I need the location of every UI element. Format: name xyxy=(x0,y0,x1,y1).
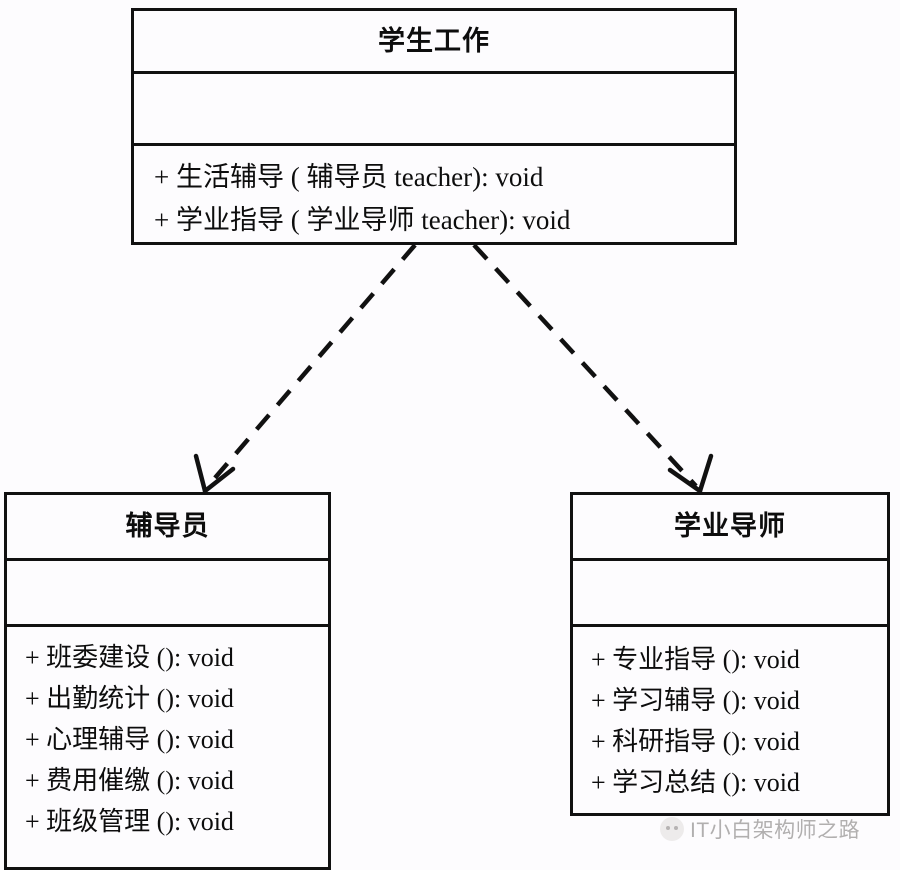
class-title-student-work: 学生工作 xyxy=(378,25,490,56)
class-operations-compartment-academic-advisor: + 专业指导 (): void + 学习辅导 (): void + 科研指导 (… xyxy=(573,627,887,813)
operation-row: + 班委建设 (): void xyxy=(25,643,234,672)
dependency-arrow-student-work-to-academic-advisor xyxy=(472,243,714,494)
class-title-academic-advisor: 学业导师 xyxy=(674,511,786,541)
dependency-arrow-student-work-to-counselor xyxy=(193,243,417,494)
operation-row: + 学习总结 (): void xyxy=(591,768,800,797)
operation-row: + 生活辅导 ( 辅导员 teacher): void xyxy=(154,162,544,192)
watermark-text: IT小白架构师之路 xyxy=(690,819,861,842)
class-box-student-work[interactable]: 学生工作 + 生活辅导 ( 辅导员 teacher): void + 学业指导 … xyxy=(131,8,737,245)
class-operations-compartment-student-work: + 生活辅导 ( 辅导员 teacher): void + 学业指导 ( 学业导… xyxy=(134,146,734,242)
class-name-compartment-counselor: 辅导员 xyxy=(7,495,328,561)
class-title-counselor: 辅导员 xyxy=(125,511,210,541)
class-operations-compartment-counselor: + 班委建设 (): void + 出勤统计 (): void + 心理辅导 (… xyxy=(7,627,328,867)
class-box-academic-advisor[interactable]: 学业导师 + 专业指导 (): void + 学习辅导 (): void + 科… xyxy=(570,492,890,816)
watermark: IT小白架构师之路 xyxy=(660,812,860,846)
class-name-compartment-student-work: 学生工作 xyxy=(134,11,734,75)
round-face-icon xyxy=(660,817,684,841)
operation-row: + 心理辅导 (): void xyxy=(25,725,234,754)
class-attributes-compartment-counselor xyxy=(7,561,328,627)
operation-row: + 出勤统计 (): void xyxy=(25,684,234,713)
class-attributes-compartment-student-work xyxy=(134,74,734,146)
operation-row: + 费用催缴 (): void xyxy=(25,766,234,795)
operation-row: + 专业指导 (): void xyxy=(591,645,800,674)
class-attributes-compartment-academic-advisor xyxy=(573,561,887,627)
operation-row: + 班级管理 (): void xyxy=(25,807,234,836)
class-name-compartment-academic-advisor: 学业导师 xyxy=(573,495,887,561)
operation-row: + 科研指导 (): void xyxy=(591,727,800,756)
operation-row: + 学习辅导 (): void xyxy=(591,686,800,715)
operation-row: + 学业指导 ( 学业导师 teacher): void xyxy=(154,205,571,235)
class-box-counselor[interactable]: 辅导员 + 班委建设 (): void + 出勤统计 (): void + 心理… xyxy=(4,492,331,870)
